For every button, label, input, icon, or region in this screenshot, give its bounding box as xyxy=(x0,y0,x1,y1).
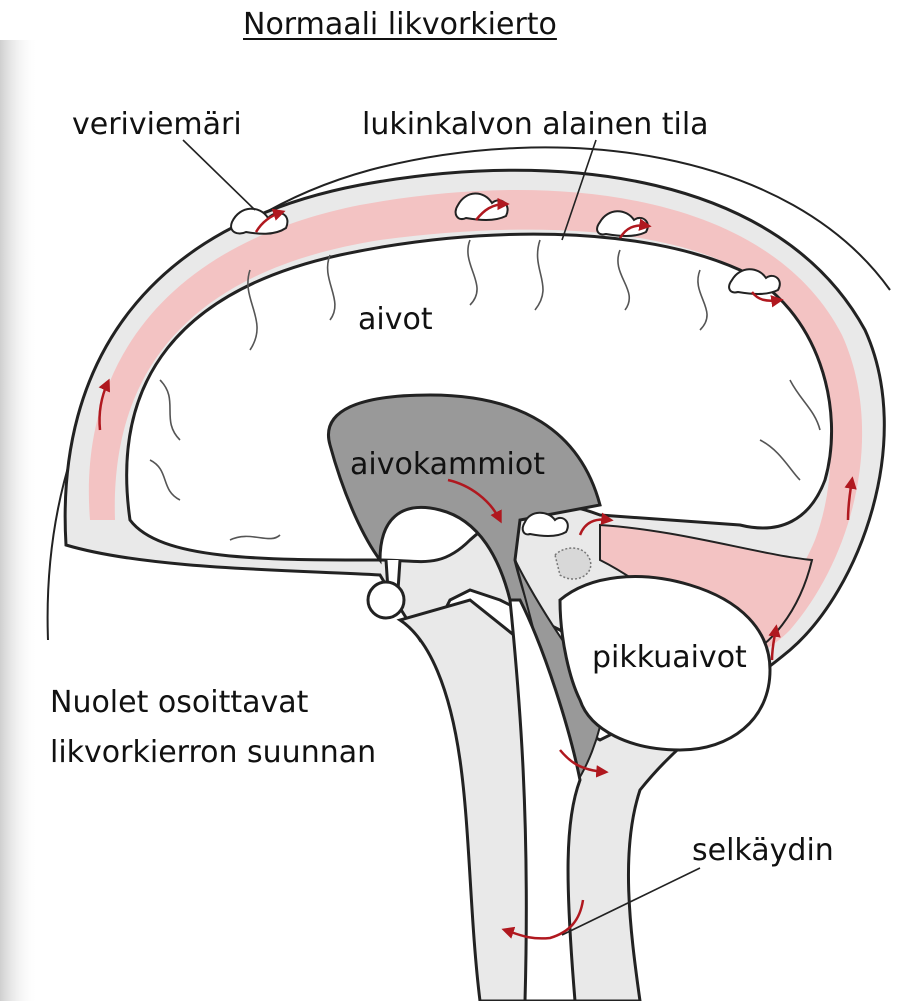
note-line-2: likvorkierron suunnan xyxy=(50,738,376,768)
scan-edge-shadow xyxy=(0,40,38,1001)
label-subarachnoid: lukinkalvon alainen tila xyxy=(362,110,709,140)
label-cerebellum: pikkuaivot xyxy=(592,643,747,673)
label-spinal-cord: selkäydin xyxy=(692,836,834,866)
note-line-1: Nuolet osoittavat xyxy=(50,688,308,718)
choroid-plexus xyxy=(555,548,591,579)
sinus-leader-line xyxy=(183,140,255,210)
label-brain: aivot xyxy=(358,305,433,335)
label-sinus: veriviemäri xyxy=(72,110,242,140)
label-ventricles: aivokammiot xyxy=(350,450,545,480)
diagram-title: Normaali likvorkierto xyxy=(243,10,557,40)
